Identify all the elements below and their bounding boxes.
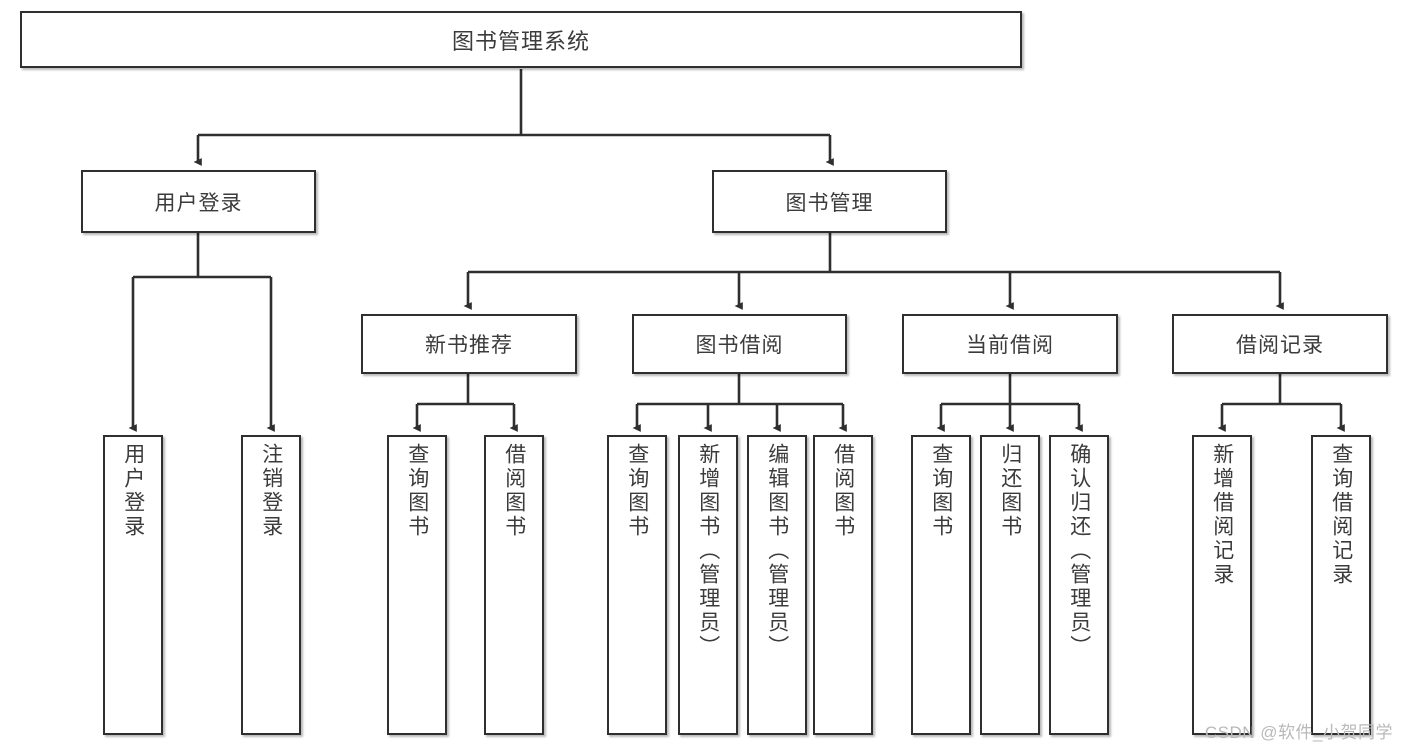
leaf-label: 借阅图书 — [831, 443, 855, 539]
node-label: 借阅记录 — [1236, 334, 1324, 357]
leaf-borrow-borrow-book[interactable]: 借阅图书 — [813, 435, 873, 735]
node-new-book-recommend[interactable]: 新书推荐 — [361, 314, 577, 374]
leaf-label: 查询借阅记录 — [1329, 443, 1353, 587]
leaf-current-confirm-return-admin[interactable]: 确认归还（管理员） — [1049, 435, 1109, 735]
node-label: 图书管理 — [785, 191, 874, 215]
leaf-record-query-record[interactable]: 查询借阅记录 — [1311, 435, 1371, 735]
node-book-management-system[interactable]: 图书管理系统 — [20, 11, 1022, 68]
leaf-user-login-signin[interactable]: 用户登录 — [103, 435, 163, 735]
node-label: 用户登录 — [154, 191, 243, 215]
node-user-login[interactable]: 用户登录 — [81, 170, 316, 233]
leaf-label: 新增图书（管理员） — [696, 443, 720, 659]
leaf-label: 查询图书 — [405, 443, 429, 539]
leaf-label: 编辑图书（管理员） — [765, 443, 789, 659]
node-book-management[interactable]: 图书管理 — [712, 170, 947, 233]
leaf-label: 确认归还（管理员） — [1067, 443, 1091, 659]
leaf-recommend-query-book[interactable]: 查询图书 — [387, 435, 447, 735]
leaf-label: 注销登录 — [259, 443, 283, 539]
leaf-current-query-book[interactable]: 查询图书 — [911, 435, 971, 735]
leaf-record-add-record[interactable]: 新增借阅记录 — [1192, 435, 1252, 735]
leaf-label: 查询图书 — [929, 443, 953, 539]
node-label: 新书推荐 — [425, 334, 513, 357]
node-label: 图书借阅 — [695, 334, 784, 357]
leaf-label: 查询图书 — [625, 443, 649, 539]
leaf-user-login-signout[interactable]: 注销登录 — [241, 435, 301, 735]
node-label: 当前借阅 — [966, 334, 1054, 357]
leaf-label: 新增借阅记录 — [1210, 443, 1234, 587]
leaf-label: 归还图书 — [998, 443, 1022, 539]
leaf-recommend-borrow-book[interactable]: 借阅图书 — [484, 435, 544, 735]
leaf-borrow-query-book[interactable]: 查询图书 — [607, 435, 667, 735]
leaf-current-return-book[interactable]: 归还图书 — [980, 435, 1040, 735]
leaf-borrow-add-book-admin[interactable]: 新增图书（管理员） — [678, 435, 738, 735]
node-borrow-record[interactable]: 借阅记录 — [1172, 314, 1388, 374]
leaf-label: 借阅图书 — [502, 443, 526, 539]
node-current-borrow[interactable]: 当前借阅 — [902, 314, 1118, 374]
leaf-borrow-edit-book-admin[interactable]: 编辑图书（管理员） — [747, 435, 807, 735]
leaf-label: 用户登录 — [121, 443, 145, 539]
node-book-borrow[interactable]: 图书借阅 — [632, 314, 847, 374]
node-label: 图书管理系统 — [451, 28, 590, 54]
